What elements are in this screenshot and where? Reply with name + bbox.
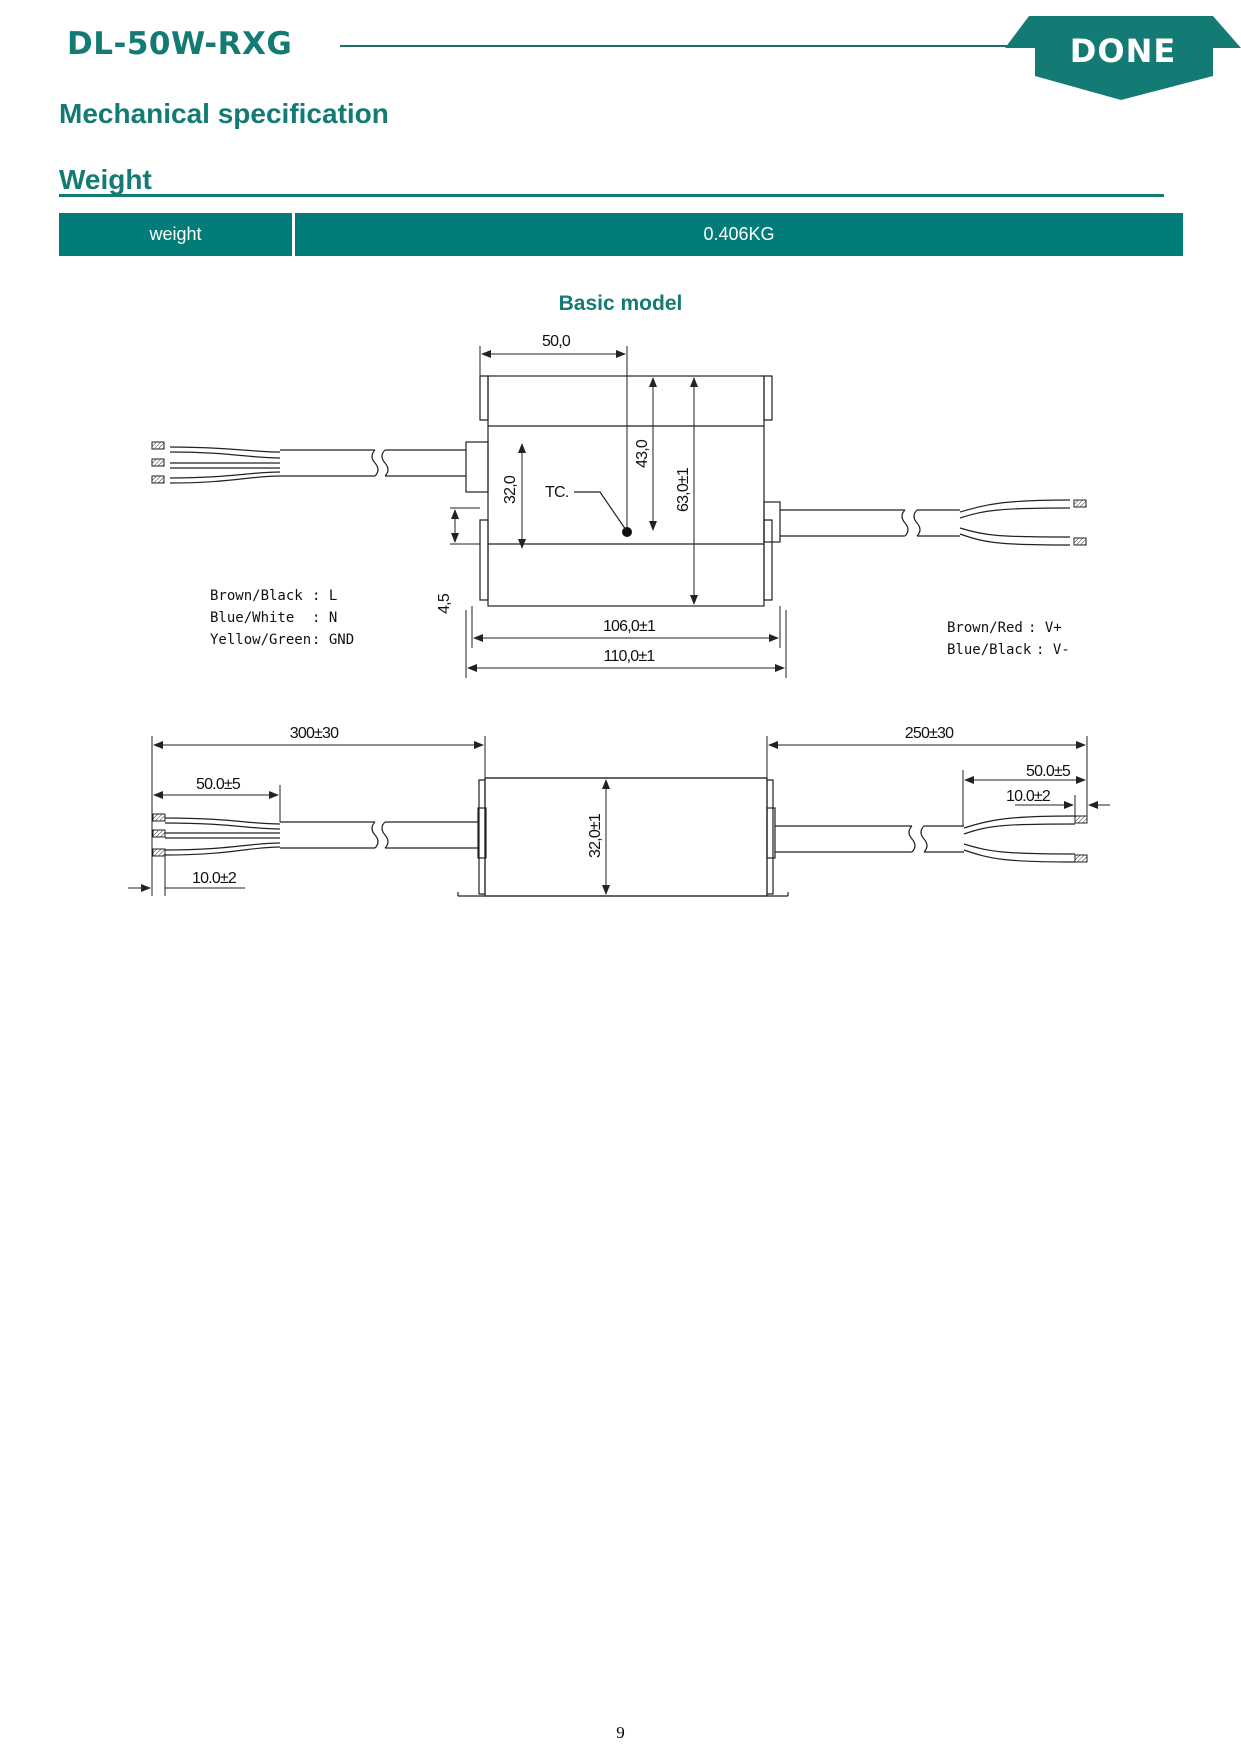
top-view bbox=[169, 375, 1071, 607]
legend-signal: : L bbox=[312, 588, 337, 604]
dim-43: 43,0 bbox=[634, 439, 651, 468]
weight-value: 0.406KG bbox=[295, 213, 1183, 256]
done-logo: DONE bbox=[1005, 16, 1241, 100]
weight-table: weight 0.406KG bbox=[59, 213, 1183, 256]
output-legend: Brown/Red : V+ Blue/Black : V- bbox=[947, 620, 1070, 658]
legend-wire: Blue/White bbox=[210, 610, 294, 626]
dim-32: 32,0 bbox=[502, 475, 519, 504]
dim-50: 50,0 bbox=[542, 333, 571, 350]
legend-signal: : V+ bbox=[1028, 620, 1062, 636]
dim-106: 106,0±1 bbox=[603, 618, 656, 635]
dim-110: 110,0±1 bbox=[604, 648, 656, 665]
legend-wire: Brown/Black bbox=[210, 588, 303, 604]
weight-rule bbox=[59, 194, 1164, 197]
tc-label: TC. bbox=[545, 484, 568, 501]
legend-wire: Brown/Red bbox=[947, 620, 1023, 636]
dim-250: 250±30 bbox=[905, 725, 954, 742]
dim-10-2-right: 10.0±2 bbox=[1006, 788, 1051, 805]
logo-text: DONE bbox=[1070, 32, 1176, 70]
dim-50-5-right: 50.0±5 bbox=[1026, 763, 1071, 780]
section-title: Mechanical specification bbox=[59, 98, 389, 129]
dim-63: 63,0±1 bbox=[675, 467, 692, 512]
header-rule bbox=[340, 45, 1020, 47]
dim-300: 300±30 bbox=[290, 725, 339, 742]
dim-50-5-left: 50.0±5 bbox=[196, 776, 241, 793]
dim-32-side: 32,0±1 bbox=[587, 813, 604, 858]
dim-4-5: 4,5 bbox=[436, 593, 453, 614]
page-number: 9 bbox=[616, 1723, 625, 1742]
diagram-title: Basic model bbox=[558, 292, 683, 315]
legend-wire: Yellow/Green bbox=[210, 632, 311, 648]
legend-signal: : V- bbox=[1036, 642, 1070, 658]
input-legend: Brown/Black : L Blue/White : N Yellow/Gr… bbox=[210, 588, 354, 648]
weight-label: weight bbox=[59, 213, 292, 256]
weight-heading: Weight bbox=[59, 164, 152, 195]
legend-signal: : N bbox=[312, 610, 337, 626]
dim-10-2-left: 10.0±2 bbox=[192, 870, 237, 887]
side-view bbox=[164, 777, 1076, 897]
legend-signal: : GND bbox=[312, 632, 354, 648]
model-number: DL-50W-RXG bbox=[67, 26, 293, 62]
legend-wire: Blue/Black bbox=[947, 642, 1032, 658]
